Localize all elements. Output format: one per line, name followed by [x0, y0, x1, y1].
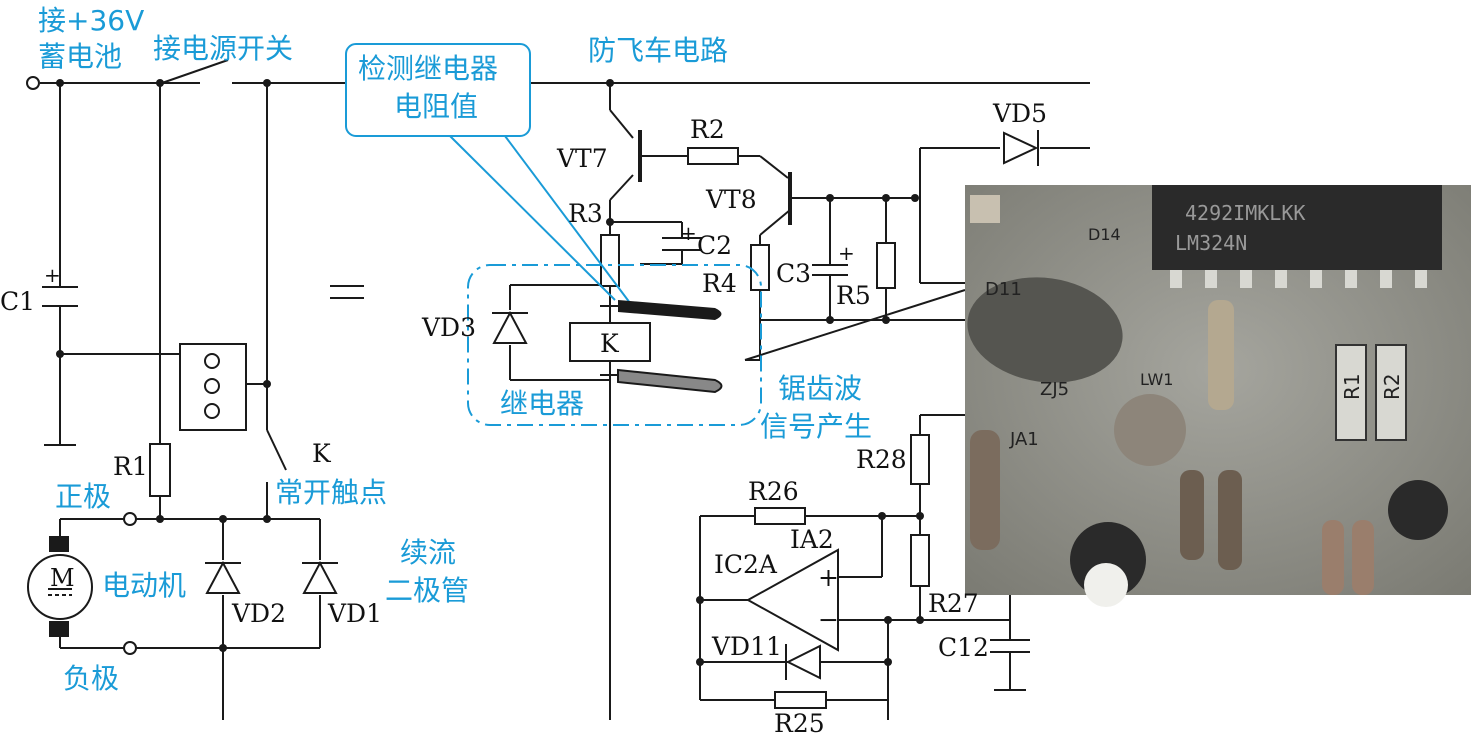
label-r1: R1	[113, 452, 148, 481]
svg-text:+: +	[44, 263, 61, 287]
svg-text:+: +	[838, 241, 855, 265]
photo-d11-label: D11	[985, 279, 1022, 300]
callout-box	[345, 43, 531, 137]
label-freewheel-1: 续流	[400, 536, 456, 569]
photo-ja1-label: JA1	[1009, 429, 1039, 450]
r2-photo	[1375, 344, 1407, 441]
photo-r1-label: R1	[1340, 373, 1364, 400]
label-r27: R27	[928, 589, 979, 618]
label-relay-check-2: 电阻值	[394, 90, 478, 123]
label-c12: C12	[938, 633, 989, 662]
label-c1: C1	[0, 287, 35, 316]
resistor-photo	[1208, 300, 1234, 410]
resistor-photo-4	[970, 430, 1000, 550]
label-vd5: VD5	[992, 99, 1047, 128]
label-positive: 正极	[55, 480, 111, 513]
label-no-contact: 常开触点	[275, 476, 387, 509]
relay-contacts	[617, 300, 723, 394]
label-relay-k: K	[600, 329, 620, 358]
pad-photo	[970, 195, 1000, 223]
label-op-plus: +	[818, 563, 839, 592]
relay-body	[967, 277, 1123, 383]
r1-photo	[1335, 344, 1367, 441]
photo-lw-label: LW1	[1140, 370, 1173, 389]
label-relay: 继电器	[500, 387, 584, 420]
label-vd11: VD11	[711, 632, 782, 661]
label-op-minus: −	[818, 605, 839, 634]
callouts	[345, 43, 762, 426]
terminals	[26, 76, 137, 655]
diode-photo	[1180, 470, 1204, 560]
transistor-photo	[1114, 394, 1186, 466]
label-vt7: VT7	[556, 144, 608, 173]
relay-dashed-box	[467, 264, 762, 426]
polarity-marks: + + +	[44, 221, 855, 287]
label-k: K	[312, 439, 332, 468]
label-r3: R3	[568, 199, 603, 228]
label-freewheel-2: 二极管	[385, 574, 469, 607]
label-r2: R2	[690, 115, 725, 144]
label-negative: 负极	[63, 662, 119, 695]
label-r26: R26	[748, 477, 799, 506]
transistor-photo-2	[1388, 480, 1448, 540]
label-power-switch: 接电源开关	[153, 32, 293, 65]
label-r4: R4	[702, 269, 737, 298]
label-c2: C2	[697, 231, 732, 260]
resistor-photo-2	[1322, 520, 1344, 595]
label-battery-2: 蓄电池	[38, 40, 122, 73]
photo-r2-label: R2	[1380, 373, 1404, 400]
label-vd3: VD3	[421, 313, 476, 342]
label-r5: R5	[836, 281, 871, 310]
label-vt8: VT8	[705, 185, 757, 214]
chip-marking: 4292IMKLKK	[1185, 201, 1305, 225]
components	[27, 130, 1039, 709]
pcb-photo: 4292IMKLKK LM324N R1 R2 D11 D14 ZJ5 JA1 …	[965, 185, 1471, 607]
label-ia2: IA2	[790, 525, 834, 554]
label-anti-runaway: 防飞车电路	[588, 34, 728, 67]
label-battery-1: 接+36V	[38, 4, 144, 37]
label-r25: R25	[774, 709, 825, 736]
photo-d14-label: D14	[1088, 225, 1121, 244]
chip-marking-2: LM324N	[1175, 231, 1247, 255]
label-sawtooth-1: 锯齿波	[778, 372, 862, 405]
capacitor-top	[1084, 563, 1128, 607]
label-sawtooth-2: 信号产生	[760, 410, 872, 443]
ic-chip	[1152, 185, 1442, 270]
resistor-photo-3	[1352, 520, 1374, 595]
label-motor-m: M	[50, 564, 75, 592]
label-motor: 电动机	[102, 569, 186, 602]
label-r28: R28	[856, 445, 907, 474]
label-vd1: VD1	[327, 599, 382, 628]
label-vd2: VD2	[231, 599, 286, 628]
photo-zj5-label: ZJ5	[1040, 379, 1069, 400]
label-relay-check-1: 检测继电器	[358, 52, 498, 85]
junction-dots	[56, 79, 924, 666]
label-c3: C3	[776, 259, 811, 288]
diode-photo-2	[1218, 470, 1242, 570]
svg-text:+: +	[680, 221, 697, 245]
label-ic2a: IC2A	[714, 550, 778, 579]
